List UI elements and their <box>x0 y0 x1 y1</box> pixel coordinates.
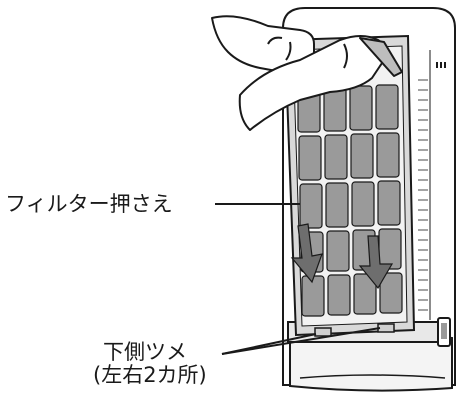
callout-lines <box>215 203 381 355</box>
indicator-dots <box>436 62 446 68</box>
side-grille <box>418 79 428 311</box>
bottom-claws <box>314 323 395 337</box>
bottom-claws-sublabel: (左右2カ所) <box>93 363 207 387</box>
bottom-claws-label: 下側ツメ <box>103 340 187 364</box>
filter-holder-label: フィルター押さえ <box>5 192 173 216</box>
hand-illustration <box>211 15 403 131</box>
down-arrow-icon <box>290 223 394 290</box>
